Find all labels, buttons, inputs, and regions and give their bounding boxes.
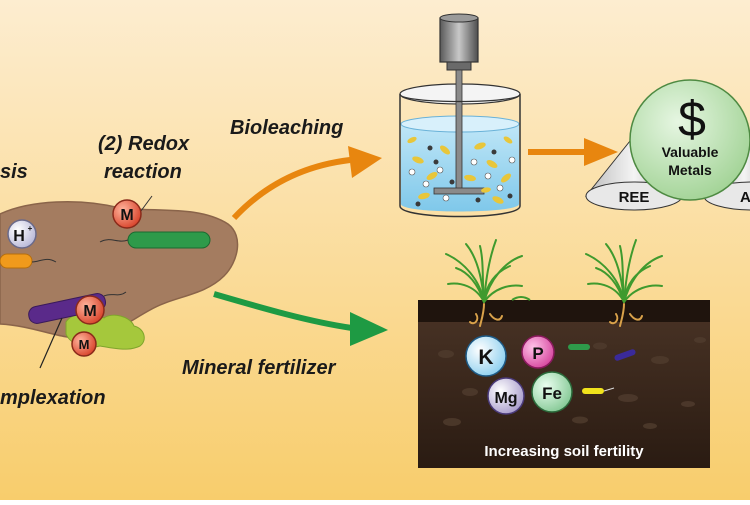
complexation-label: mplexation bbox=[0, 387, 106, 409]
iron-symbol: Fe bbox=[542, 384, 562, 403]
soil-bacterium-green bbox=[568, 344, 590, 350]
proton-charge: + bbox=[28, 224, 33, 233]
metal-symbol: M bbox=[120, 207, 133, 224]
soil-fertility-caption: Increasing soil fertility bbox=[484, 443, 644, 460]
stirrer-motor bbox=[439, 17, 479, 63]
iron-ion: Fe bbox=[531, 371, 573, 413]
mineral-fertilizer-label: Mineral fertilizer bbox=[182, 357, 337, 379]
recovery-arrow-head bbox=[584, 138, 618, 166]
magnesium-symbol: Mg bbox=[494, 390, 517, 407]
valuable-metals-line2: Metals bbox=[668, 162, 712, 178]
metal-ion-complex-1: M bbox=[75, 295, 105, 325]
bioleaching-label: Bioleaching bbox=[230, 117, 343, 139]
potassium-symbol: K bbox=[478, 346, 493, 369]
stirrer-impeller bbox=[433, 187, 485, 195]
plant-right bbox=[585, 239, 663, 327]
fertilizer-arrow-head bbox=[350, 312, 388, 346]
bacterium-green bbox=[127, 231, 211, 249]
small-sprout bbox=[511, 296, 531, 301]
bacterium-orange bbox=[0, 253, 33, 269]
mechanism-label-partial: sis bbox=[0, 161, 28, 183]
bioleaching-arrow-head bbox=[348, 146, 382, 178]
proton-ion: H + bbox=[7, 219, 37, 249]
bacterium-purple-flagellum bbox=[103, 291, 127, 297]
metal-symbol: M bbox=[79, 337, 90, 352]
complexation-leader-line bbox=[39, 317, 63, 369]
phosphorus-symbol: P bbox=[532, 344, 543, 363]
fertilizer-arrow-shaft bbox=[213, 291, 353, 331]
magnesium-ion: Mg bbox=[487, 377, 525, 415]
redox-label-line2: reaction bbox=[104, 161, 182, 183]
soil-bacterium-yellow bbox=[582, 388, 604, 394]
plant-left bbox=[445, 239, 523, 327]
suspended-particles bbox=[407, 136, 516, 207]
soil-pebbles bbox=[438, 337, 706, 429]
proton-symbol: H bbox=[13, 228, 25, 245]
au-label: Au bbox=[740, 189, 750, 206]
soil-profile: K P Mg Fe Increasing soil fertility bbox=[418, 300, 710, 468]
stirrer-shaft bbox=[455, 69, 463, 193]
bacterium-green-flagellum bbox=[99, 239, 129, 243]
metal-symbol: M bbox=[83, 303, 96, 320]
bacterium-orange-flagellum bbox=[31, 258, 57, 263]
metal-ion-redox: M bbox=[112, 195, 153, 229]
redox-label-line1: (2) Redox bbox=[98, 133, 190, 155]
dollar-icon: $ bbox=[678, 91, 706, 147]
phosphorus-ion: P bbox=[521, 335, 555, 369]
potassium-ion: K bbox=[465, 335, 507, 377]
valuable-metals-group: REE Au $ Valuable Metals bbox=[584, 79, 750, 211]
ree-label: REE bbox=[619, 189, 650, 206]
bioreactor bbox=[399, 13, 521, 218]
valuable-metals-line1: Valuable bbox=[662, 144, 719, 160]
bioleaching-arrow-shaft bbox=[231, 157, 351, 221]
soil-bacterium-blue bbox=[614, 349, 636, 361]
metal-ion-complex-2: M bbox=[71, 331, 97, 357]
valuable-metals-circle bbox=[629, 79, 750, 201]
